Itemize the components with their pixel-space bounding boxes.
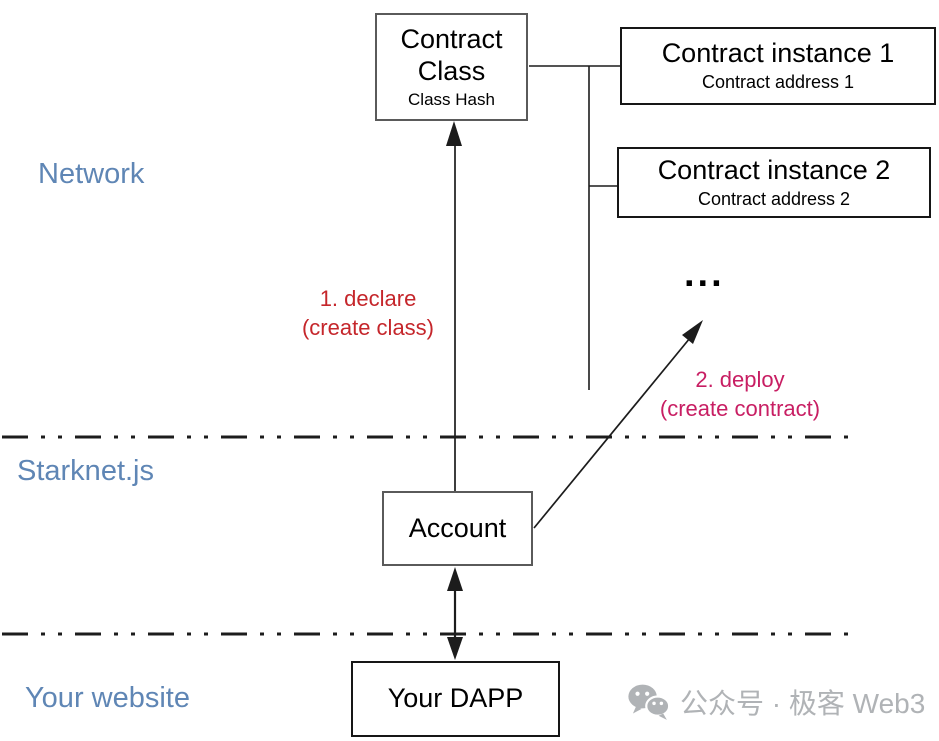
watermark-text: 公众号 · 极客 Web3 (680, 688, 926, 719)
contract-instance2-title: Contract instance 2 (657, 154, 891, 185)
deploy-annotation: 2. deploy (create contract) (638, 365, 842, 423)
declare-note-label: (create class) (301, 315, 435, 341)
contract-class-subtitle: Class Hash (408, 89, 495, 109)
contract-class-title-line2: Class (417, 55, 486, 86)
your-dapp-title: Your DAPP (387, 683, 524, 714)
deploy-arrow-line (533, 337, 691, 529)
wechat-icon (627, 683, 671, 721)
layer-label-your-website: Your website (25, 682, 190, 714)
declare-step-label: 1. declare (319, 286, 417, 311)
contract-instance1-subtitle: Contract address 1 (701, 72, 855, 93)
account-box: Account (382, 491, 533, 566)
layer-label-starknetjs: Starknet.js (17, 455, 154, 487)
declare-arrowhead (446, 121, 462, 146)
your-dapp-box: Your DAPP (351, 661, 560, 737)
contract-class-box: Contract Class Class Hash (375, 13, 528, 121)
contract-instance2-subtitle: Contract address 2 (697, 188, 851, 209)
more-instances-ellipsis: ... (684, 253, 725, 295)
deploy-arrowhead (682, 320, 703, 344)
account-dapp-arrowhead-up (447, 567, 463, 591)
declare-annotation: 1. declare (create class) (278, 284, 458, 342)
contract-instance1-title: Contract instance 1 (661, 38, 895, 69)
deploy-step-label: 2. deploy (695, 367, 785, 392)
contract-instance2-box: Contract instance 2 Contract address 2 (617, 147, 931, 218)
deploy-note-label: (create contract) (659, 396, 821, 422)
account-title: Account (408, 512, 507, 543)
contract-instance1-box: Contract instance 1 Contract address 1 (620, 27, 936, 105)
layer-label-network: Network (38, 158, 145, 190)
account-dapp-arrowhead-down (447, 637, 463, 660)
watermark: 公众号 · 极客 Web3 (627, 682, 925, 722)
contract-class-title-line1: Contract (400, 24, 503, 55)
